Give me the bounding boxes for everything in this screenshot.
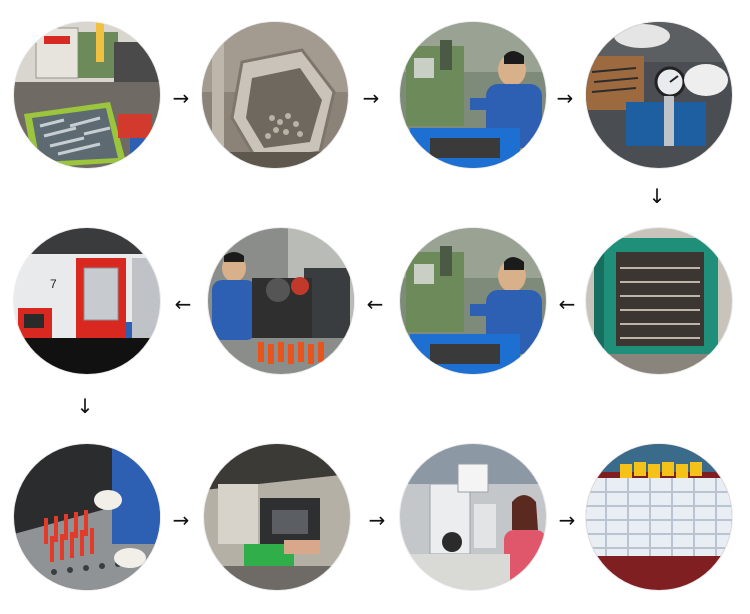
flow-arrow-right: → xyxy=(558,508,576,532)
process-step-8-cnc: 7 xyxy=(14,228,160,374)
heat-treatment-oven-icon xyxy=(586,228,732,374)
process-step-12-packaging xyxy=(586,444,732,590)
caliper-measurement-icon xyxy=(586,22,732,168)
coating-rack-hands-icon xyxy=(14,444,160,590)
heading-machine-with-basket-icon xyxy=(14,22,160,168)
cnc-machine-icon: 7 xyxy=(14,228,160,374)
flow-arrow-right: → xyxy=(172,86,190,110)
microscope-inspection-icon xyxy=(400,444,546,590)
flow-arrow-right: → xyxy=(172,508,190,532)
process-step-5-heat-treatment xyxy=(586,228,732,374)
process-step-6-grinding xyxy=(400,228,546,374)
process-step-9-coating-rack xyxy=(14,444,160,590)
flow-arrow-left: ← xyxy=(366,292,384,316)
worker-at-grinding-machine-icon xyxy=(400,228,546,374)
process-step-3-grinding xyxy=(400,22,546,168)
process-step-10-workshop xyxy=(204,444,350,590)
process-step-11-inspection xyxy=(400,444,546,590)
flow-arrow-right: → xyxy=(368,508,386,532)
process-step-7-press-line xyxy=(208,228,354,374)
packaged-products-icon xyxy=(586,444,732,590)
flow-arrow-right: → xyxy=(556,86,574,110)
process-step-1-heading-machine xyxy=(14,22,160,168)
process-step-2-polishing-drum xyxy=(202,22,348,168)
worker-at-grinding-machine-icon xyxy=(400,22,546,168)
workshop-equipment-icon xyxy=(204,444,350,590)
flow-arrow-left: ← xyxy=(174,292,192,316)
flow-arrow-right: → xyxy=(362,86,380,110)
vibratory-polishing-drum-icon xyxy=(202,22,348,168)
machine-number-label: 7 xyxy=(50,277,57,291)
worker-at-press-line-icon xyxy=(208,228,354,374)
flow-arrow-down: ↓ xyxy=(76,394,94,418)
flow-arrow-left: ← xyxy=(558,292,576,316)
flow-arrow-down: ↓ xyxy=(648,184,666,208)
process-step-4-measurement xyxy=(586,22,732,168)
